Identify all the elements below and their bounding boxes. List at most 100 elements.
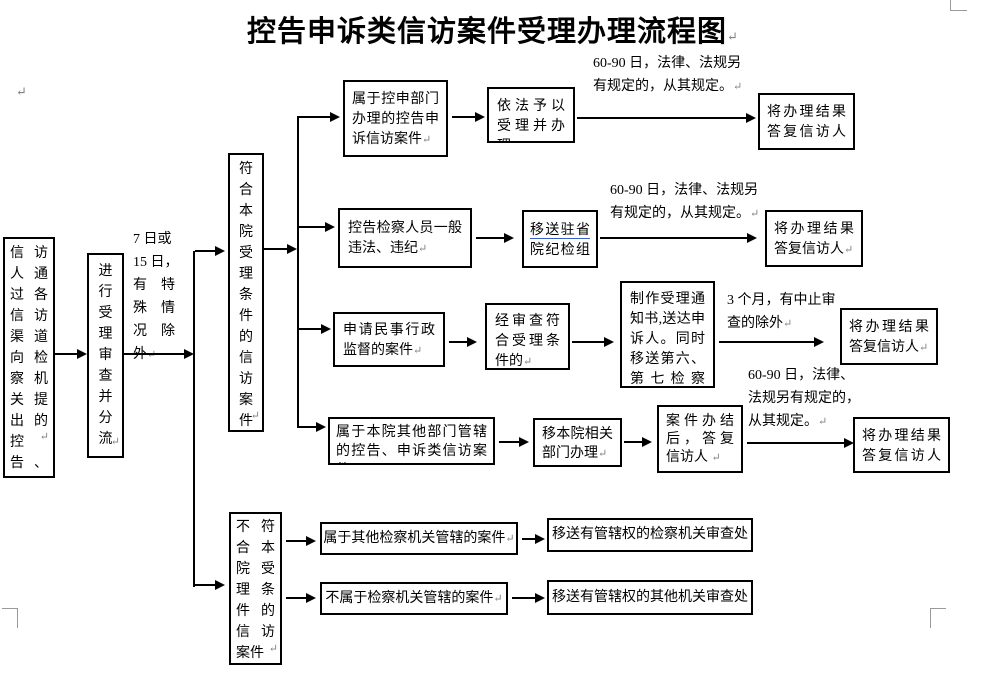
- paragraph-mark-icon: ↵: [413, 345, 423, 357]
- connector-r4-action-mid: [624, 441, 643, 443]
- flow-node-r4-mid: 案件办结后，答复信访人 ↵: [657, 405, 743, 473]
- paragraph-mark-icon: ↵: [493, 592, 503, 605]
- text-boundary-mark: [930, 608, 946, 609]
- text-boundary-mark: [2, 608, 18, 609]
- arrowhead-icon: [306, 536, 316, 546]
- arrowhead-icon: [535, 534, 545, 544]
- flow-node-r4-action: 移本院相关部门办理↵: [533, 418, 622, 467]
- paragraph-mark-icon: ↵: [418, 243, 428, 255]
- arrowhead-icon: [747, 233, 757, 243]
- paragraph-mark-icon: ↵: [711, 452, 721, 464]
- paragraph-mark-icon: ↵: [511, 141, 520, 143]
- connector-r4-mid-result: [747, 442, 845, 444]
- arrowhead-icon: [325, 222, 335, 232]
- arrowhead-icon: [746, 113, 756, 123]
- connector-r2-case-action: [476, 237, 505, 239]
- arrowhead-icon: [604, 337, 614, 347]
- arrowhead-icon: [184, 349, 194, 359]
- paragraph-mark-icon: ↵: [727, 29, 739, 44]
- connector-r1-action-result: [577, 117, 747, 119]
- flow-node-text: 属于其他检察机关管辖的案件: [323, 530, 506, 546]
- flow-node-r1-action: 依法予以受理并办理↵: [487, 87, 575, 143]
- paragraph-mark-icon: ↵: [250, 410, 260, 422]
- paragraph-mark-icon: ↵: [147, 349, 157, 361]
- arrowhead-icon: [330, 112, 340, 122]
- paragraph-mark-icon: ↵: [39, 431, 49, 443]
- annotation-text: 7 日或 15 日， 有 特 殊 情 况 除 外: [133, 232, 179, 362]
- flow-node-r1-result: 将办理结果答复信访人↵: [758, 93, 855, 150]
- arrowhead-icon: [844, 438, 854, 448]
- flow-node-text: 经审查符合受理条件的: [495, 314, 560, 369]
- annotation-r3-time: 3 个月，有中止审 查的除外↵: [727, 289, 845, 336]
- annotation-text: 3 个月，有中止审 查的除外: [727, 293, 836, 331]
- page-title-text: 控告申诉类信访案件受理办理流程图: [247, 16, 728, 48]
- paragraph-mark-icon: ↵: [422, 134, 432, 146]
- annotation-r2-time: 60-90 日，法律、法规另 有规定的，从其规定。↵: [610, 179, 802, 226]
- flow-node-text: 将办理结果答复信访人: [862, 429, 941, 464]
- paragraph-mark-icon: ↵: [844, 244, 854, 256]
- paragraph-mark-icon: ↵: [919, 342, 929, 354]
- flow-node-r5-action: 移送有管辖权的检察机关审查处: [547, 518, 753, 552]
- arrowhead-icon: [287, 244, 297, 254]
- connector-r6-case-action: [512, 597, 536, 599]
- paragraph-mark-icon: ↵: [523, 356, 533, 368]
- annotation-r4-time: 60-90 日，法律、 法规另有规定的， 从其规定。↵: [748, 364, 880, 434]
- paragraph-mark-icon: ↵: [110, 436, 120, 448]
- arrowhead-icon: [519, 437, 529, 447]
- flow-node-text: 依法予以受理并办理: [497, 99, 565, 141]
- connector-r2-action-result: [600, 237, 748, 239]
- connector-triage-split: [124, 353, 186, 355]
- flow-node-r3-case: 申请民事行政监督的案件↵: [333, 312, 445, 367]
- flow-node-text-underlined: 移送驻省: [530, 223, 590, 239]
- flow-node-r6-action: 移送有管辖权的其他机关审查处: [547, 580, 753, 615]
- paragraph-mark-icon: ↵: [733, 81, 743, 93]
- arrowhead-icon: [504, 233, 514, 243]
- flow-node-triage: 进行受理审查并分流↵: [87, 253, 124, 458]
- paragraph-mark-icon: ↵: [16, 84, 27, 99]
- flow-node-r5-case: 属于其他检察机关管辖的案件↵: [320, 522, 518, 555]
- page-title: 控告申诉类信访案件受理办理流程图↵: [0, 8, 986, 50]
- connector-r5-case-action: [522, 538, 536, 540]
- flow-node-text: 申请民事行政监督的案件: [343, 323, 435, 358]
- flow-node-text: 不符合本院受理条件的信访案件: [236, 520, 275, 661]
- flow-node-r3-check: 经审查符合受理条件的↵: [485, 303, 570, 370]
- paragraph-mark-icon: ↵: [767, 147, 776, 148]
- arrowhead-icon: [316, 422, 326, 432]
- flow-node-text: 移送有管辖权的检察机关审查处: [552, 527, 748, 542]
- paragraph-mark-icon: ↵: [505, 532, 515, 545]
- arrowhead-icon: [535, 593, 545, 603]
- connector-nq-r5: [286, 540, 307, 542]
- flow-node-text: 不属于检察机关管辖的案件: [325, 590, 494, 606]
- paragraph-mark-icon: ↵: [598, 448, 608, 460]
- annotation-text: 60-90 日，法律、法规另 有规定的，从其规定。: [593, 56, 742, 94]
- flow-node-r6-case: 不属于检察机关管辖的案件↵: [320, 582, 508, 615]
- flow-node-text: 将办理结果答复信访人: [774, 222, 854, 257]
- text-boundary-mark: [950, 10, 967, 11]
- flow-node-text: 信访人通过各信访渠道向检察机关提出的控告、申诉: [10, 246, 48, 471]
- flow-node-r2-result: 将办理结果答复信访人↵: [765, 210, 863, 267]
- flow-node-text: 属于控申部门办理的控告申诉信访案件: [352, 92, 439, 147]
- flow-node-r4-result: 将办理结果答复信访人 ↵: [853, 417, 950, 473]
- annotation-triage-time: 7 日或 15 日， 有 特 殊 情 况 除 外↵: [133, 228, 199, 367]
- connector-spine2: [297, 116, 299, 428]
- arrowhead-icon: [215, 246, 225, 256]
- connector-branch-r1: [299, 116, 331, 118]
- arrowhead-icon: [321, 324, 331, 334]
- text-boundary-mark: [930, 608, 931, 628]
- flow-node-text: 案件办结后，答复信访人: [666, 414, 734, 465]
- connector-r3-action-result: [719, 341, 815, 343]
- flow-node-r2-case: 控告检察人员一般违法、违纪↵: [338, 208, 472, 268]
- annotation-text: 60-90 日，法律、 法规另有规定的， 从其规定。: [748, 368, 860, 429]
- connector-branch-r3: [299, 328, 322, 330]
- paragraph-mark-icon: ↵: [530, 265, 539, 266]
- arrowhead-icon: [642, 437, 652, 447]
- paragraph-mark-icon: ↵: [862, 471, 871, 473]
- arrowhead-icon: [215, 580, 225, 590]
- connector-branch-r4: [299, 426, 317, 428]
- flow-node-r3-result: 将办理结果答复信访人↵: [840, 308, 938, 365]
- flow-node-text: 制作受理通知书,送达申诉人。同时移送第六、第七检察部。: [630, 292, 705, 387]
- connector-to-not-qualify: [195, 584, 216, 586]
- paragraph-mark-icon: ↵: [268, 643, 278, 655]
- flow-node-r2-action: 移送驻省院纪检组↵: [522, 210, 598, 268]
- connector-spine1: [193, 251, 195, 587]
